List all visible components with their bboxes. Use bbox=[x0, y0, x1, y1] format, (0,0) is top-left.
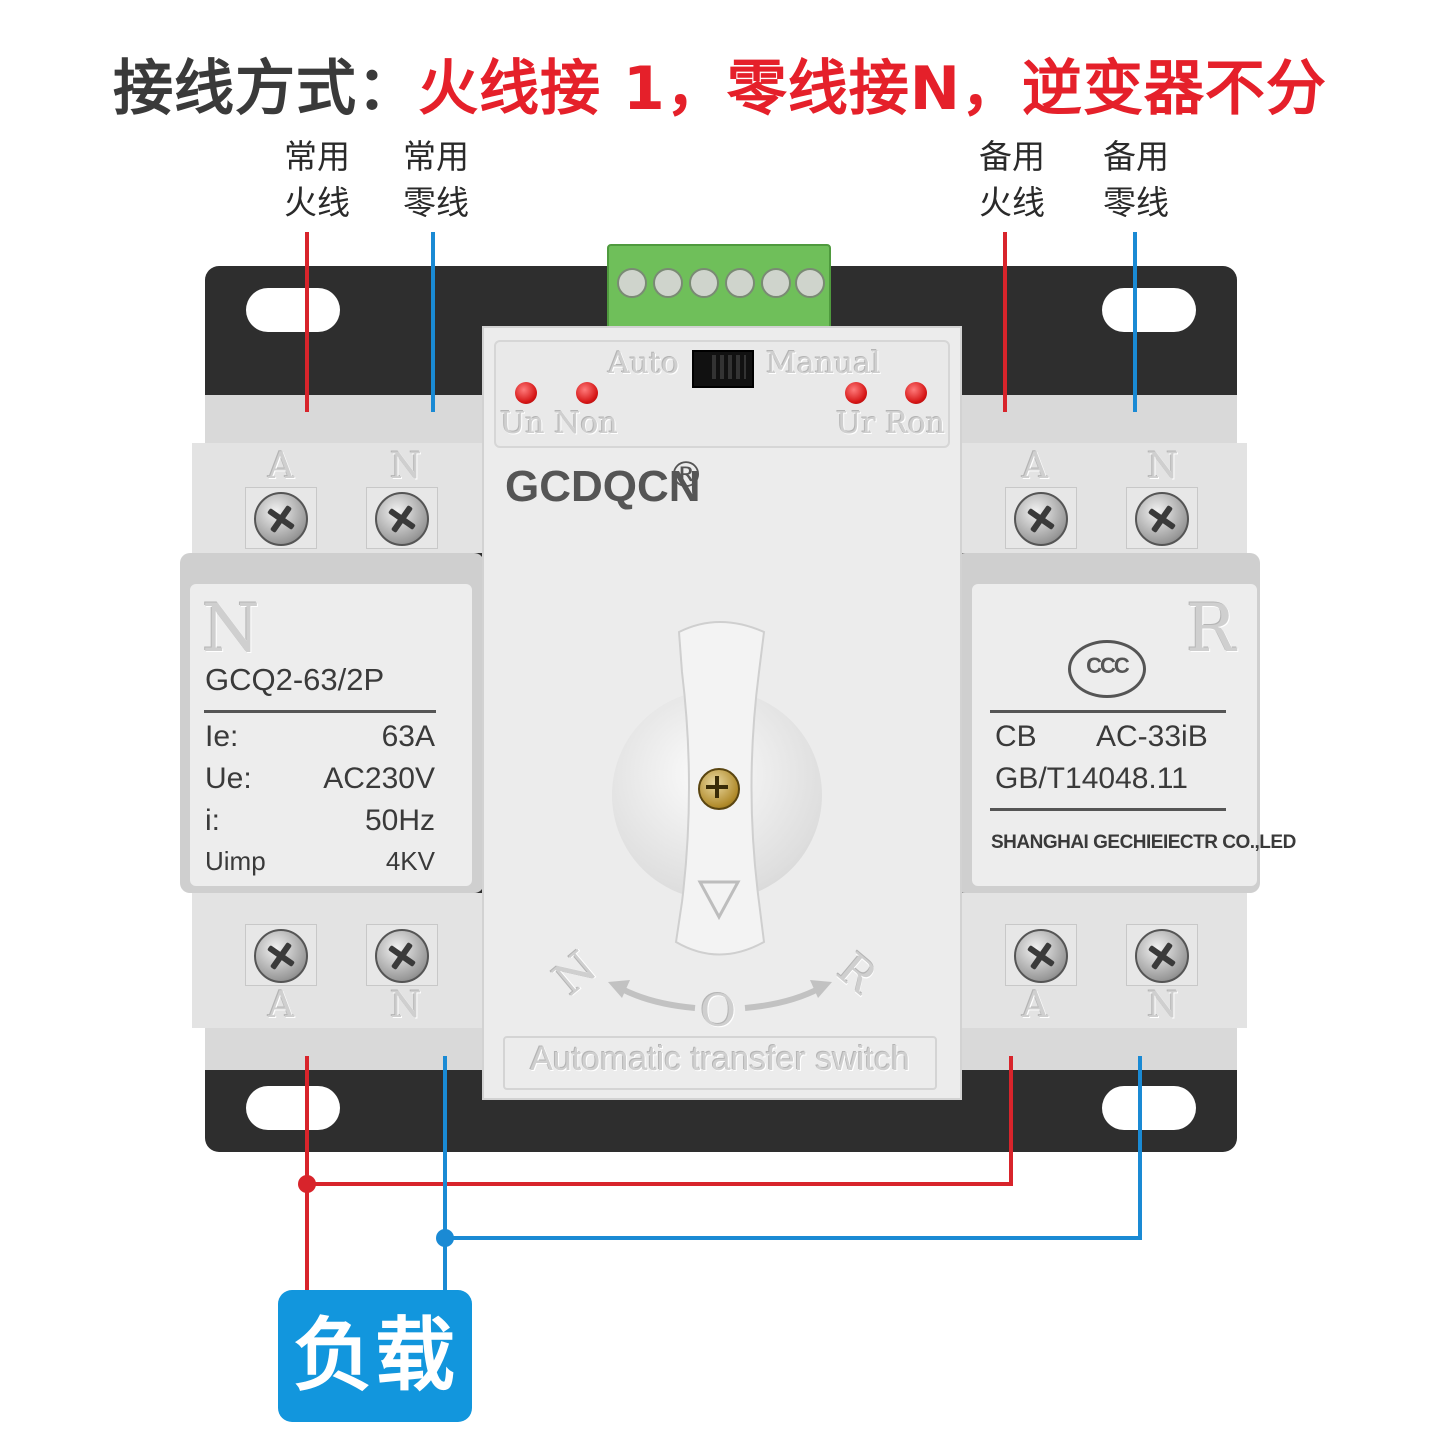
cb-value: AC-33iB bbox=[1096, 720, 1208, 753]
terminal-letter-n: N bbox=[1147, 985, 1179, 1026]
label-common-live-line1: 常用 bbox=[284, 137, 350, 176]
ccc-cert-text: CCC bbox=[1086, 653, 1130, 678]
led-ur-icon bbox=[845, 382, 867, 404]
load-label-box: 负载 bbox=[278, 1290, 472, 1422]
right-bottom-rail bbox=[955, 1028, 1237, 1070]
spec-value: AC230V bbox=[323, 762, 435, 795]
manufacturer-name: SHANGHAI GECHIEIECTR CO.,LED bbox=[991, 832, 1296, 853]
terminal-letter-n: N bbox=[390, 985, 422, 1026]
terminal-letter-a: A bbox=[1022, 985, 1048, 1026]
label-common-neutral-line2: 零线 bbox=[403, 183, 469, 222]
control-terminal-block bbox=[607, 244, 831, 334]
screw-icon bbox=[1135, 929, 1189, 983]
terminal-letter-n: N bbox=[1147, 446, 1179, 487]
spec-divider bbox=[990, 808, 1226, 811]
label-backup-neutral: 备用 零线 bbox=[1081, 134, 1191, 226]
right-top-rail bbox=[955, 395, 1237, 445]
spec-value: 50Hz bbox=[364, 804, 435, 837]
label-backup-live-line2: 火线 bbox=[979, 183, 1045, 222]
left-panel-letter: N bbox=[202, 590, 260, 667]
label-backup-neutral-line2: 零线 bbox=[1103, 183, 1169, 222]
brand-logo: GCDQCN bbox=[505, 462, 701, 511]
mode-manual-label: Manual bbox=[766, 346, 881, 381]
led-left-label: Un Non bbox=[500, 406, 618, 441]
label-common-live-line2: 火线 bbox=[284, 183, 350, 222]
terminal-letter-a: A bbox=[268, 985, 294, 1026]
screw-icon bbox=[375, 492, 429, 546]
label-backup-neutral-line1: 备用 bbox=[1103, 137, 1169, 176]
label-common-live: 常用 火线 bbox=[262, 134, 372, 226]
spec-key: Ue: bbox=[205, 762, 252, 795]
mount-slot-top-right bbox=[1102, 288, 1196, 332]
screw-icon bbox=[254, 929, 308, 983]
live-junction-dot bbox=[298, 1175, 316, 1193]
label-common-neutral-line1: 常用 bbox=[403, 137, 469, 176]
right-panel-letter: R bbox=[1186, 590, 1236, 667]
backup-live-output-wire bbox=[307, 1056, 1013, 1186]
spec-divider bbox=[204, 710, 436, 713]
registered-mark: ® bbox=[668, 455, 704, 496]
label-backup-live-line1: 备用 bbox=[979, 137, 1045, 176]
spec-table: Ie: 63A Ue: AC230V i: 50Hz Uimp 4KV bbox=[205, 720, 435, 888]
mode-auto-label: Auto bbox=[608, 346, 680, 381]
handle-screw-icon bbox=[698, 768, 740, 810]
terminal-letter-n: N bbox=[390, 446, 422, 487]
screw-icon bbox=[1135, 492, 1189, 546]
screw-icon bbox=[254, 492, 308, 546]
screw-icon bbox=[1014, 929, 1068, 983]
diagram-title: 接线方式：火线接 1，零线接N，逆变器不分 bbox=[0, 40, 1440, 127]
spec-key: Uimp bbox=[205, 846, 266, 876]
screw-icon bbox=[375, 929, 429, 983]
terminal-screw-icon bbox=[761, 268, 791, 298]
spec-row: Ie: 63A bbox=[205, 720, 435, 762]
mount-slot-bottom-right bbox=[1102, 1086, 1196, 1130]
title-prefix: 接线方式： bbox=[113, 54, 419, 124]
spec-row: Uimp 4KV bbox=[205, 846, 435, 888]
model-number: GCQ2-63/2P bbox=[205, 662, 385, 697]
led-non-icon bbox=[576, 382, 598, 404]
mount-slot-top-left bbox=[246, 288, 340, 332]
product-description: Automatic transfer switch bbox=[530, 1040, 910, 1078]
mode-switch-toggle[interactable] bbox=[712, 355, 746, 379]
spec-row: i: 50Hz bbox=[205, 804, 435, 846]
mount-slot-bottom-left bbox=[246, 1086, 340, 1130]
terminal-letter-a: A bbox=[1022, 446, 1048, 487]
terminal-screw-icon bbox=[725, 268, 755, 298]
dial-arrow-icon bbox=[608, 980, 832, 1011]
handle-screw-slot bbox=[706, 785, 728, 789]
spec-row: Ue: AC230V bbox=[205, 762, 435, 804]
title-highlight: 火线接 1，零线接N，逆变器不分 bbox=[418, 54, 1327, 124]
label-common-neutral: 常用 零线 bbox=[381, 134, 491, 226]
terminal-screw-icon bbox=[795, 268, 825, 298]
cb-label: CB bbox=[995, 720, 1037, 753]
left-spec-label bbox=[188, 582, 474, 888]
right-spec-label bbox=[970, 582, 1259, 888]
label-backup-live: 备用 火线 bbox=[957, 134, 1067, 226]
standard-number: GB/T14048.11 bbox=[995, 762, 1188, 795]
spec-key: Ie: bbox=[205, 720, 239, 753]
backup-neutral-output-wire bbox=[445, 1056, 1142, 1240]
right-bottom-terminal-strip bbox=[955, 893, 1247, 1028]
spec-value: 63A bbox=[381, 720, 435, 753]
spec-divider bbox=[990, 710, 1226, 713]
led-right-label: Ur Ron bbox=[836, 406, 946, 441]
left-top-rail bbox=[205, 395, 485, 445]
dial-position-o: O bbox=[700, 986, 737, 1037]
screw-icon bbox=[1014, 492, 1068, 546]
led-ron-icon bbox=[905, 382, 927, 404]
neutral-junction-dot bbox=[436, 1229, 454, 1247]
left-bottom-rail bbox=[205, 1028, 485, 1070]
spec-key: i: bbox=[205, 804, 220, 837]
terminal-screw-icon bbox=[689, 268, 719, 298]
terminal-letter-a: A bbox=[268, 446, 294, 487]
bottom-emboss-frame bbox=[503, 1036, 937, 1090]
terminal-screw-icon bbox=[653, 268, 683, 298]
spec-value: 4KV bbox=[385, 846, 435, 876]
ccc-cert-icon: CCC bbox=[1068, 640, 1146, 698]
right-top-terminal-strip bbox=[955, 443, 1247, 553]
terminal-screw-icon bbox=[617, 268, 647, 298]
led-un-icon bbox=[515, 382, 537, 404]
